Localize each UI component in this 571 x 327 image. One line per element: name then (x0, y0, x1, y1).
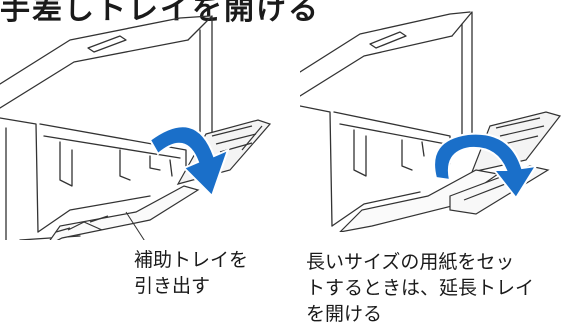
caption-line: 長いサイズの用紙をセッ (306, 251, 515, 273)
caption-line: 引き出す (134, 275, 211, 297)
sub-tray-graphic (49, 185, 200, 240)
caption-line: 補助トレイを (134, 249, 249, 271)
main-tray-graphic (471, 111, 562, 173)
leader-line (125, 211, 145, 240)
step-caption-extension: 長いサイズの用紙をセッ トするときは、延長トレイ を開ける (306, 249, 534, 327)
step-caption-pull-out: 補助トレイを 引き出す (134, 247, 248, 299)
pull-out-subtray-illustration (0, 15, 272, 240)
flip-open-arrow (433, 132, 538, 200)
caption-line: トするときは、延長トレイ (306, 277, 535, 299)
open-extension-tray-illustration (300, 11, 562, 232)
caption-line: を開ける (306, 303, 383, 325)
open-direction-arrow (148, 125, 230, 198)
